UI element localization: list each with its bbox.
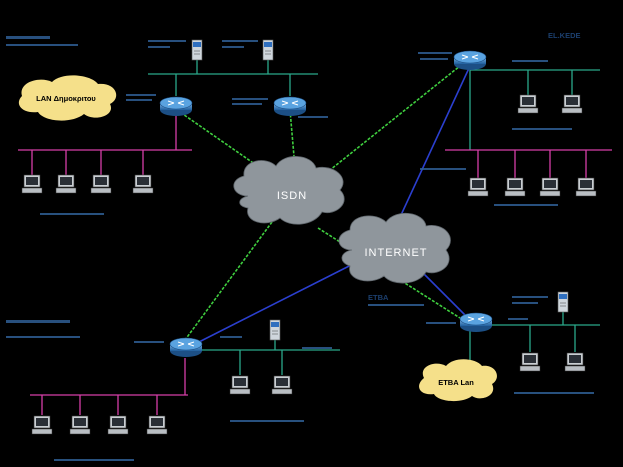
pc-elkede-2 xyxy=(504,177,526,197)
pc-elkede-3 xyxy=(539,177,561,197)
site-label-el-kede: EL.KEDE xyxy=(548,31,581,40)
illegible-captions xyxy=(6,36,594,461)
internet-cloud-label: INTERNET xyxy=(365,247,428,259)
pc-bottom-left-3 xyxy=(107,415,129,435)
pc-bottom-mid-1 xyxy=(229,375,251,395)
etba-lan-blob: ETBA Lan xyxy=(419,359,497,402)
pc-elkede-1 xyxy=(467,177,489,197)
pc-elkede-top-2 xyxy=(561,94,583,114)
server-etba xyxy=(557,291,569,313)
server-bottom-left xyxy=(269,319,281,341)
router-left-2 xyxy=(273,96,307,117)
internet-links xyxy=(194,65,471,345)
internet-cloud: INTERNET xyxy=(338,213,451,284)
pc-left-4 xyxy=(132,174,154,194)
server-left-2 xyxy=(262,39,274,61)
pc-bottom-left-1 xyxy=(31,415,53,435)
pc-elkede-top-1 xyxy=(517,94,539,114)
lan-dimokritou-label: LAN Δημοκριτου xyxy=(36,94,96,103)
lan-dimokritou-blob: LAN Δημοκριτου xyxy=(18,75,117,121)
pc-bottom-left-4 xyxy=(146,415,168,435)
pc-etba-2 xyxy=(564,352,586,372)
pc-left-1 xyxy=(21,174,43,194)
pc-bottom-mid-2 xyxy=(271,375,293,395)
router-elkede xyxy=(453,50,487,71)
pc-elkede-4 xyxy=(575,177,597,197)
pc-etba-1 xyxy=(519,352,541,372)
ethernet-buses xyxy=(18,60,612,415)
router-bottom-left xyxy=(169,337,203,358)
pc-left-3 xyxy=(90,174,112,194)
isdn-cloud: ISDN xyxy=(233,156,345,225)
isdn-cloud-label: ISDN xyxy=(277,190,307,202)
router-etba xyxy=(459,312,493,333)
server-left-1 xyxy=(191,39,203,61)
pc-left-2 xyxy=(55,174,77,194)
site-label-etba: ETBA xyxy=(368,293,389,302)
etba-lan-label: ETBA Lan xyxy=(438,378,474,387)
pc-bottom-left-2 xyxy=(69,415,91,435)
router-left-1 xyxy=(159,96,193,117)
